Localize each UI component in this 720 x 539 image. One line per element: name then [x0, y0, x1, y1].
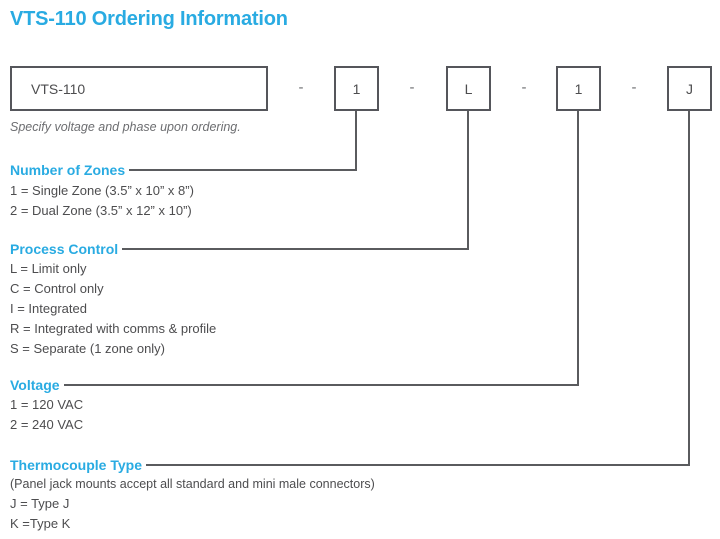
option-item: 2 = Dual Zone (3.5” x 12” x 10”) — [10, 203, 192, 218]
segment-box-voltage: 1 — [556, 66, 601, 111]
section-options-thermocouple-type: (Panel jack mounts accept all standard a… — [10, 474, 375, 534]
connector-line-thermocouple — [688, 111, 690, 465]
option-item: 1 = 120 VAC — [10, 397, 84, 412]
separator-dash: - — [521, 79, 527, 96]
connector-line-zones — [355, 111, 357, 170]
segment-value-zones: 1 — [352, 80, 361, 97]
ordering-note: Specify voltage and phase upon ordering. — [10, 120, 241, 134]
base-model-label: VTS-110 — [31, 80, 86, 97]
section-heading-thermocouple-type: Thermocouple Type — [10, 456, 690, 474]
section-heading-label: Number of Zones — [10, 162, 126, 178]
section-heading-label: Voltage — [10, 377, 60, 393]
section-heading-label: Thermocouple Type — [10, 457, 142, 473]
segment-box-zones: 1 — [334, 66, 379, 111]
option-item: I = Integrated — [10, 301, 87, 316]
option-item: J = Type J — [10, 496, 70, 511]
separator-dash: - — [409, 79, 415, 96]
segment-value-thermocouple: J — [686, 80, 693, 97]
option-item: R = Integrated with comms & profile — [10, 321, 217, 336]
separator-dash: - — [631, 79, 637, 96]
option-item: 2 = 240 VAC — [10, 417, 84, 432]
section-subnote: (Panel jack mounts accept all standard a… — [10, 477, 375, 491]
connector-line-voltage — [577, 111, 579, 385]
option-item: K =Type K — [10, 516, 71, 531]
segment-value-process-control: L — [464, 80, 473, 97]
connector-hline-thermocouple — [145, 464, 690, 466]
segment-value-voltage: 1 — [574, 80, 583, 97]
segment-box-thermocouple: J — [667, 66, 712, 111]
section-options-voltage: 1 = 120 VAC 2 = 240 VAC — [10, 395, 83, 435]
connector-hline-voltage — [63, 384, 579, 386]
option-item: 1 = Single Zone (3.5” x 10” x 8”) — [10, 183, 194, 198]
base-model-box: VTS-110 — [10, 66, 268, 111]
section-heading-process-control: Process Control — [10, 240, 469, 258]
option-item: C = Control only — [10, 281, 104, 296]
page-title: VTS-110 Ordering Information — [10, 8, 288, 30]
section-options-process-control: L = Limit only C = Control only I = Inte… — [10, 259, 216, 359]
option-item: L = Limit only — [10, 261, 87, 276]
section-options-number-of-zones: 1 = Single Zone (3.5” x 10” x 8”) 2 = Du… — [10, 181, 194, 221]
segment-box-process-control: L — [446, 66, 491, 111]
section-heading-number-of-zones: Number of Zones — [10, 161, 357, 179]
section-heading-voltage: Voltage — [10, 376, 579, 394]
connector-hline-zones — [129, 169, 357, 171]
section-heading-label: Process Control — [10, 241, 119, 257]
separator-dash: - — [298, 79, 304, 96]
connector-line-process-control — [467, 111, 469, 249]
option-item: S = Separate (1 zone only) — [10, 341, 166, 356]
connector-hline-process-control — [122, 248, 469, 250]
